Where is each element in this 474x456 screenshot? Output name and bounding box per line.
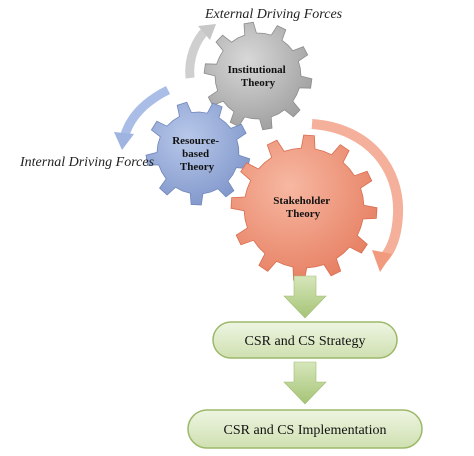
orange-cycle-arrow: [311, 119, 404, 272]
implementation-box: CSR and CS Implementation: [187, 409, 423, 449]
external-forces-label: External Driving Forces: [204, 7, 343, 22]
blue-cycle-arrow: [114, 85, 171, 150]
internal-forces-label: Internal Driving Forces: [19, 155, 155, 170]
down-arrow-2: [283, 361, 327, 405]
institutional-gear: [203, 21, 313, 131]
resource-label: Resource- based Theory: [172, 135, 222, 173]
institutional-label: Institutional Theory: [228, 64, 289, 89]
strategy-box: CSR and CS Strategy: [212, 321, 398, 359]
strategy-label: CSR and CS Strategy: [245, 334, 366, 349]
stakeholder-label: Stakeholder Theory: [273, 195, 332, 220]
gray-cycle-arrow: [185, 24, 216, 79]
down-arrow-1: [283, 275, 327, 319]
stakeholder-gear: [230, 134, 378, 282]
implementation-label: CSR and CS Implementation: [224, 423, 387, 438]
resource-gear: [145, 101, 251, 206]
